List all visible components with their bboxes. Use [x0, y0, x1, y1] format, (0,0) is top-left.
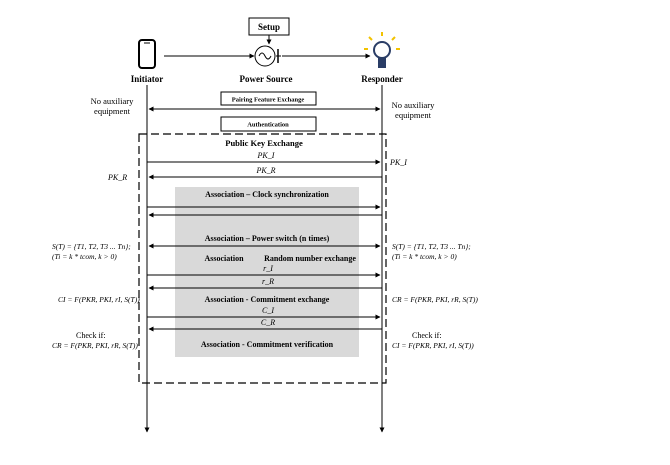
pk-i-right-label: PK_I — [389, 158, 407, 167]
ti-left-formula: (Ti = k * tcom, k > 0) — [52, 252, 117, 261]
c-r-message-label: C_R — [261, 318, 275, 327]
r-i-message-label: r_I — [263, 264, 273, 273]
check-right-label: Check if: — [412, 331, 442, 340]
public-key-exchange-label: Public Key Exchange — [225, 138, 303, 148]
lightbulb-icon — [364, 32, 400, 68]
check-left-formula: CR = F(PKR, PKI, rR, S(T)) — [52, 341, 138, 350]
pairing-label: Pairing Feature Exchange — [232, 97, 305, 104]
no-aux-left-line2: equipment — [94, 106, 131, 116]
check-left-label: Check if: — [76, 331, 106, 340]
ti-right-formula: (Ti = k * tcom, k > 0) — [392, 252, 457, 261]
check-right-formula: CI = F(PKR, PKI, rI, S(T)) — [392, 341, 474, 350]
ci-left-formula: CI = F(PKR, PKI, rI, S(T)) — [58, 295, 140, 304]
responder-label: Responder — [361, 74, 403, 84]
setup-label: Setup — [258, 22, 280, 32]
pairing-box — [220, 91, 317, 106]
no-aux-right-line2: equipment — [395, 110, 432, 120]
commitment-exchange-label: Association - Commitment exchange — [205, 295, 330, 304]
random-exchange-label-a: Association — [204, 254, 244, 263]
c-i-message-label: C_I — [262, 306, 274, 315]
pk-r-left-label: PK_R — [107, 173, 127, 182]
clock-sync-label: Association – Clock synchronization — [205, 190, 329, 199]
pk-i-message-label: PK_I — [257, 151, 275, 160]
no-aux-left-line1: No auxiliary — [91, 96, 134, 106]
commitment-verification-label: Association - Commitment verification — [201, 340, 334, 349]
no-aux-right-line1: No auxiliary — [392, 100, 435, 110]
s-t-right-formula: S(T) = {T1, T2, T3 ... Tn}; — [392, 242, 471, 251]
cr-right-formula: CR = F(PKR, PKI, rR, S(T)) — [392, 295, 478, 304]
authentication-label: Authentication — [247, 122, 289, 129]
initiator-label: Initiator — [131, 74, 164, 84]
r-r-message-label: r_R — [262, 277, 274, 286]
power-source-label: Power Source — [240, 74, 293, 84]
authentication-box — [220, 116, 317, 132]
random-exchange-label-b: Random number exchange — [264, 254, 356, 263]
phone-icon — [138, 39, 156, 69]
s-t-left-formula: S(T) = {T1, T2, T3 ... Tn}; — [52, 242, 131, 251]
power-source-icon — [254, 45, 279, 67]
authentication-frame — [138, 133, 387, 384]
pk-r-message-label: PK_R — [255, 166, 275, 175]
power-switch-label: Association – Power switch (n times) — [205, 234, 330, 243]
